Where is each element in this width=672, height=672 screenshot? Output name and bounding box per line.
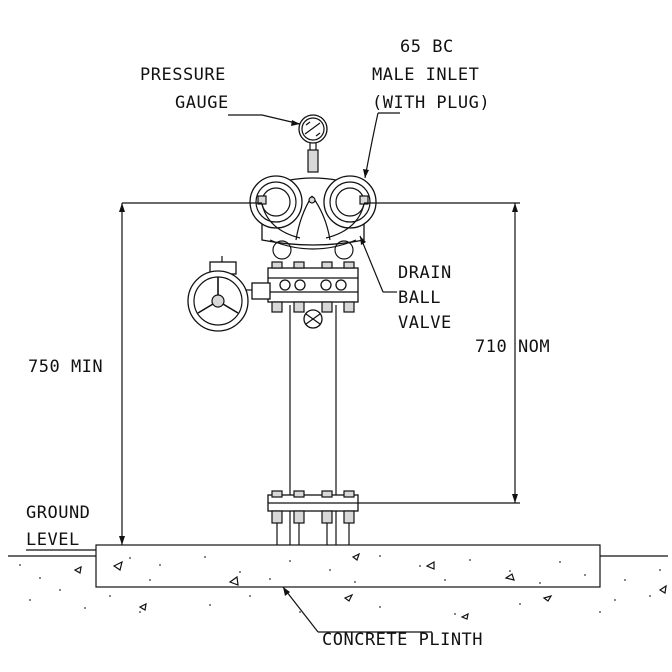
label-pressure-gauge-line1: PRESSURE [140,65,226,85]
label-concrete-plinth: CONCRETE PLINTH [322,630,483,650]
label-pressure-gauge-line2: GAUGE [175,93,229,113]
label-inlet-line3: (WITH PLUG) [372,93,490,113]
upper-flange-bolts [271,261,355,313]
label-drain-line3: VALVE [398,313,452,333]
label-drain-line1: DRAIN [398,263,452,283]
label-ground-line2: LEVEL [26,530,80,550]
dimension-750-min [119,202,262,545]
valve-body [267,261,359,329]
ground-and-plinth [8,544,668,620]
valve-handwheel [187,256,271,332]
lower-flange-bolts [271,490,355,545]
right-outlet [323,175,377,229]
lower-flange [267,490,359,545]
text-labels: PRESSURE GAUGE 65 BC MALE INLET (WITH PL… [26,37,550,650]
label-drain-line2: BALL [398,288,441,308]
label-inlet-line2: MALE INLET [372,65,479,85]
plinth-stipple [19,555,661,615]
label-ground-line1: GROUND [26,503,90,523]
plinth-aggregate-triangles [73,552,667,620]
outlet-head [249,175,377,260]
dimension-710-nom [358,202,520,504]
pressure-gauge [298,114,328,173]
label-dimension-710-nom: 710 NOM [475,337,550,357]
drain-fitting [303,309,323,329]
concrete-plinth [95,544,601,588]
label-inlet-line1: 65 BC [400,37,454,57]
leader-lines [26,112,432,633]
left-outlet [249,175,303,229]
label-dimension-750-min: 750 MIN [28,357,103,377]
